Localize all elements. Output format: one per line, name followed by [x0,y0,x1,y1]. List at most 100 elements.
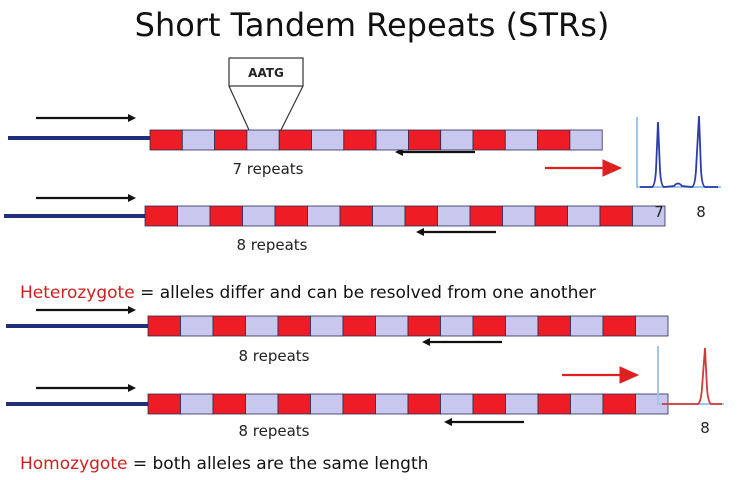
repeat-unit-red [147,393,181,415]
repeat-unit-lavender [440,129,474,151]
repeat-unit-red [407,393,441,415]
repeat-unit-red [407,129,442,151]
repeat-unit-red [472,393,506,415]
repeat-unit-lavender [375,393,409,415]
page-title: Short Tandem Repeats (STRs) [134,6,610,44]
repeat-count-label: 8 repeats [236,236,307,254]
repeat-unit-lavender [570,315,604,337]
repeat-unit-lavender [567,205,601,227]
repeat-unit-lavender [440,393,474,415]
allele-het-7: 7 repeats [8,114,603,178]
electropherogram-heterozygote: 7 8 [636,115,721,221]
repeat-unit-red [343,129,377,151]
reverse-primer-head [444,418,452,426]
repeat-block-group [147,393,669,415]
repeat-unit-red [537,315,571,337]
repeat-unit-red [149,129,183,151]
allele-hom-8a: 8 repeats [6,306,669,365]
repeat-count-label: 7 repeats [232,160,303,178]
repeat-unit-red [147,315,181,337]
repeat-unit-lavender [311,129,345,151]
repeat-unit-lavender [440,315,474,337]
repeat-unit-red [277,393,311,415]
repeat-count-label: 8 repeats [238,422,309,440]
repeat-unit-lavender [375,315,409,337]
repeat-unit-red [469,205,503,227]
repeat-unit-red [472,129,506,151]
forward-primer-head [128,114,136,122]
forward-primer-head [128,194,136,202]
repeat-unit-red [404,205,438,227]
repeat-unit-lavender [372,205,406,227]
repeat-unit-lavender [180,315,214,337]
repeat-unit-lavender [310,315,344,337]
repeat-unit-red [144,205,178,227]
repeat-unit-lavender [245,393,279,415]
repeat-unit-lavender [437,205,471,227]
repeat-unit-lavender [632,205,666,227]
repeat-unit-red [537,393,571,415]
repeat-unit-red [407,315,441,337]
callout-line-right [280,85,304,131]
repeat-unit-red [212,393,246,415]
repeat-unit-red [342,393,376,415]
repeat-unit-red [537,129,571,151]
repeat-count-label: 8 repeats [238,347,309,365]
repeat-unit-red [342,315,376,337]
heterozygote-term: Heterozygote [20,283,135,303]
heterozygote-definition: Heterozygote = alleles differ and can be… [20,283,596,303]
repeat-unit-red [339,205,373,227]
repeat-unit-red [274,205,308,227]
repeat-unit-red [278,129,312,151]
reverse-primer-head [422,338,430,346]
repeat-unit-lavender [502,205,536,227]
repeat-unit-red [212,315,246,337]
peak-trace [640,115,718,188]
forward-primer-head [128,384,136,392]
homozygote-term: Homozygote [20,454,128,474]
heterozygote-text: = alleles differ and can be resolved fro… [134,283,596,303]
repeat-unit-lavender [569,129,603,151]
repeat-block-group [149,129,603,151]
allele-het-8: 8 repeats [4,194,666,254]
repeat-unit-lavender [245,315,279,337]
repeat-unit-red [599,205,633,227]
motif-callout: AATG [228,57,304,131]
panel-frame [657,346,724,405]
repeat-unit-lavender [570,393,604,415]
repeat-unit-lavender [177,205,211,227]
callout-line-left [228,85,250,131]
peak-label-8: 8 [696,203,706,221]
electropherogram-homozygote: 8 [657,346,724,437]
repeat-unit-lavender [505,315,539,337]
peak-trace [662,347,722,405]
repeat-unit-lavender [504,129,538,151]
repeat-unit-lavender [242,205,276,227]
repeat-unit-red [209,205,243,227]
repeat-block-group [144,205,666,227]
repeat-unit-lavender [310,393,344,415]
peak-label-8: 8 [700,419,710,437]
panel-frame [636,117,721,188]
repeat-unit-lavender [375,129,409,151]
repeat-unit-lavender [307,205,341,227]
repeat-unit-lavender [505,393,539,415]
repeat-unit-lavender [181,129,216,151]
repeat-unit-red [602,393,636,415]
repeat-unit-red [277,315,311,337]
repeat-unit-red [602,315,636,337]
repeat-unit-red [214,129,248,151]
repeat-unit-lavender [246,129,280,151]
repeat-unit-red [472,315,506,337]
motif-label: AATG [248,66,284,80]
homozygote-text: = both alleles are the same length [127,454,429,474]
allele-hom-8b: 8 repeats [6,384,669,440]
forward-primer-head [128,306,136,314]
repeat-unit-lavender [180,393,214,415]
repeat-block-group [147,315,669,337]
reverse-primer-head [416,228,424,236]
homozygote-definition: Homozygote = both alleles are the same l… [20,454,428,474]
repeat-unit-red [534,205,568,227]
peak-label-7: 7 [654,203,664,221]
